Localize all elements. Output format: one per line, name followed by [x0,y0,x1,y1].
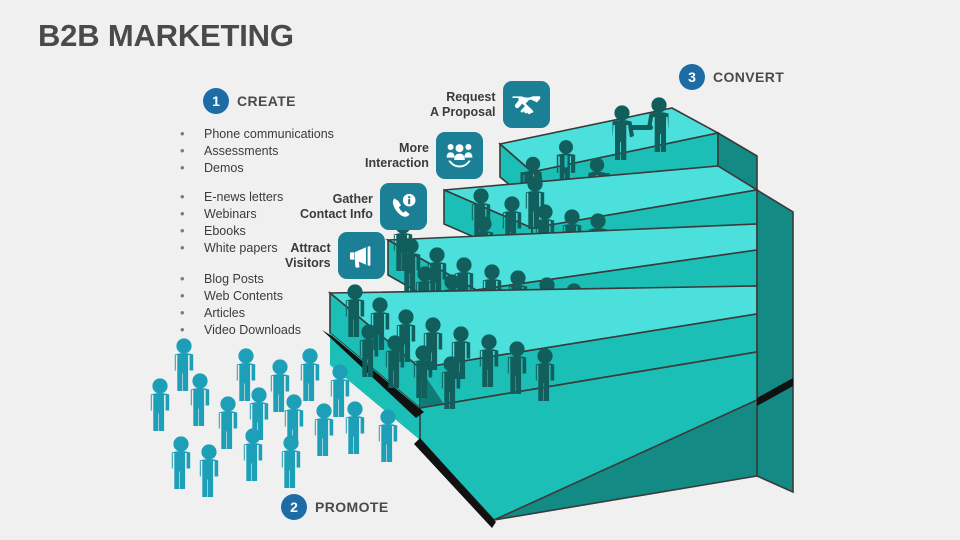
handshake-icon [502,81,550,128]
list-item: E-news letters [176,188,283,206]
badge-convert-label: CONVERT [713,69,785,85]
list-item: Phone communications [176,125,334,143]
icon-card-attract-visitors[interactable]: Attract Visitors [285,232,385,279]
list-item: Blog Posts [176,270,301,288]
badge-promote-label: PROMOTE [315,499,389,515]
badge-convert-number: 3 [679,64,705,90]
people-group-icon [435,132,483,179]
list-item: White papers [176,239,283,257]
badge-promote-number: 2 [281,494,307,520]
icon-card-proposal-caption: Request A Proposal [430,89,496,119]
list-item: Ebooks [176,222,283,240]
handshake-figures [612,97,669,160]
megaphone-icon [337,232,385,279]
page-title: B2B MARKETING [38,18,294,53]
bullet-group-2: E-news letters Webinars Ebooks White pap… [176,188,283,257]
badge-convert[interactable]: 3 CONVERT [679,64,784,90]
badge-create-number: 1 [203,88,229,114]
icon-card-request-a-proposal[interactable]: Request A Proposal [430,81,550,128]
step-1-base [330,333,758,521]
list-item: Video Downloads [176,321,301,339]
icon-card-more-interaction[interactable]: More Interaction [365,132,483,179]
badge-create-label: CREATE [237,93,296,109]
icon-card-interaction-caption: More Interaction [365,140,429,170]
list-item: Articles [176,304,301,322]
badge-promote[interactable]: 2 PROMOTE [281,494,389,520]
list-item: Webinars [176,205,283,223]
list-item: Assessments [176,142,334,160]
icon-card-attract-caption: Attract Visitors [285,240,331,270]
icon-card-gather-contact-info[interactable]: Gather Contact Info [300,183,427,230]
list-item: Web Contents [176,287,301,305]
bullet-group-3: Blog Posts Web Contents Articles Video D… [176,270,301,339]
list-item: Demos [176,159,334,177]
badge-create[interactable]: 1 CREATE [203,88,296,114]
bullet-group-1: Phone communications Assessments Demos [176,125,334,177]
icon-card-gather-caption: Gather Contact Info [300,191,373,221]
phone-info-icon [379,183,427,230]
